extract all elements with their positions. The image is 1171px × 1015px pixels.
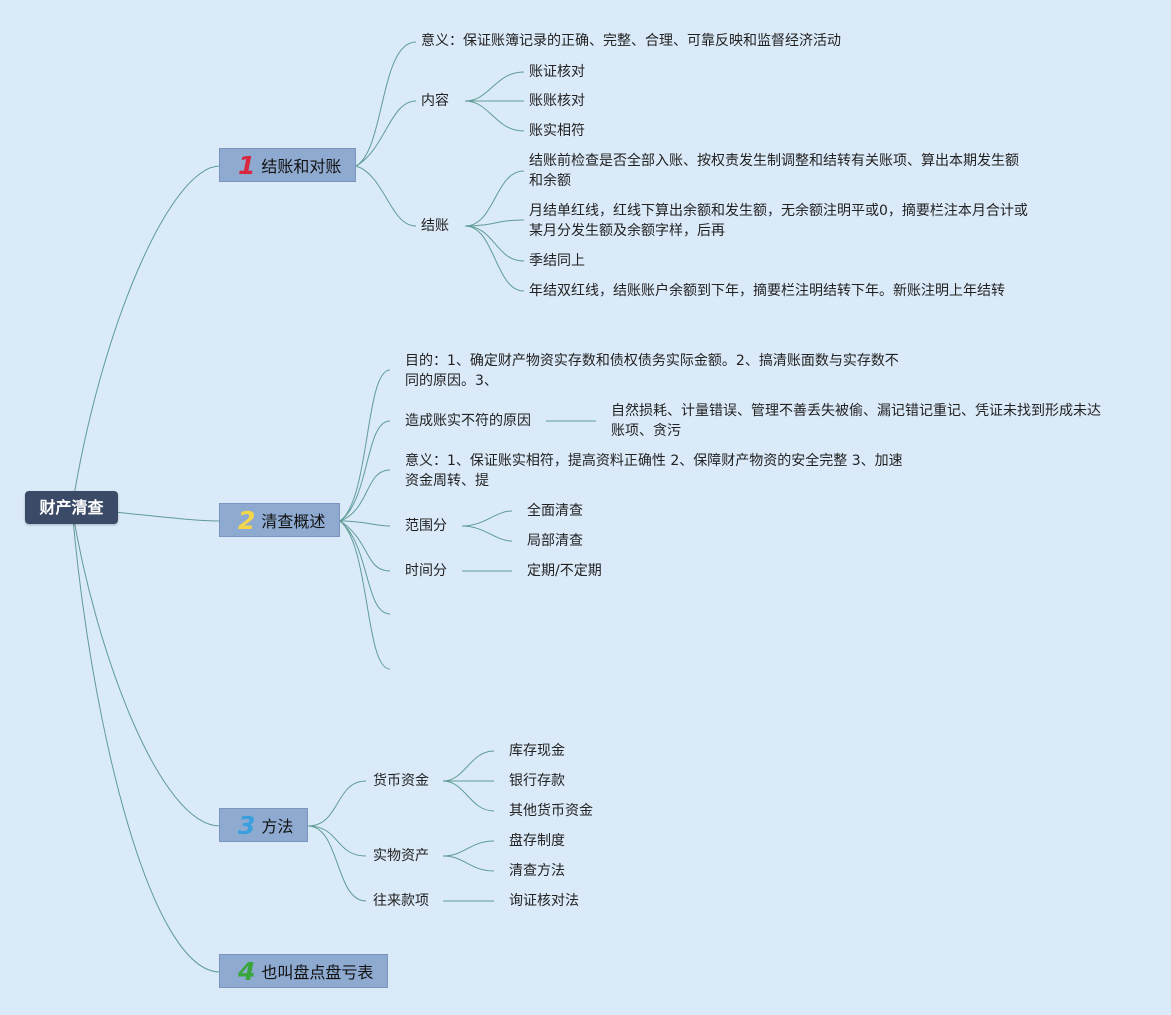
- edge-b3-money: [307, 780, 367, 827]
- edge-root-b3: [71, 507, 221, 827]
- edge-b2-empty1: [339, 520, 391, 615]
- edge-b2-meaning: [339, 469, 391, 522]
- edge-physical-1: [442, 840, 495, 857]
- b3-physical-label[interactable]: 实物资产: [373, 848, 429, 864]
- edge-root-b1: [71, 165, 221, 509]
- branch-node-3[interactable]: 3 方法: [219, 808, 308, 842]
- b1-content-item-2[interactable]: 账账核对: [529, 93, 585, 109]
- edge-b3-physical: [307, 825, 367, 857]
- b2-cause-label[interactable]: 造成账实不符的原因: [405, 413, 531, 429]
- b2-cause-text[interactable]: 自然损耗、计量错误、管理不善丢失被偷、漏记错记重记、凭证未找到形成未达账项、贪污: [611, 403, 1101, 439]
- branch-node-1[interactable]: 1 结账和对账: [219, 148, 356, 182]
- b2-time-label[interactable]: 时间分: [405, 563, 447, 579]
- edge-b2-empty2: [339, 520, 391, 670]
- edge-b3-account: [307, 825, 367, 902]
- edge-scope-2: [461, 525, 513, 542]
- b1-content-item-1[interactable]: 账证核对: [529, 64, 585, 80]
- b1-closing-item-2[interactable]: 月结单红线，红线下算出余额和发生额，无余额注明平或0，摘要栏注本月合计或某月分发…: [529, 203, 1028, 239]
- branch-label-3: 方法: [261, 817, 294, 836]
- branch-number-4: 4: [238, 956, 256, 986]
- b2-purpose[interactable]: 目的：1、确定财产物资实存数和债权债务实际金额。2、搞清账面数与实存数不同的原因…: [405, 353, 899, 389]
- b3-account-item[interactable]: 询证核对法: [509, 893, 579, 909]
- b2-scope-label[interactable]: 范围分: [405, 518, 447, 534]
- b3-money-label[interactable]: 货币资金: [373, 773, 429, 789]
- edge-money-3: [442, 780, 495, 812]
- edge-b1-meaning: [355, 41, 417, 167]
- edge-content-3: [464, 100, 525, 132]
- b3-money-item-3[interactable]: 其他货币资金: [509, 803, 593, 819]
- b3-physical-item-1[interactable]: 盘存制度: [509, 833, 565, 849]
- b1-closing-label[interactable]: 结账: [421, 218, 449, 234]
- edge-closing-1: [464, 170, 525, 227]
- edge-closing-2: [464, 219, 525, 227]
- branch-label-2: 清查概述: [261, 512, 326, 531]
- b3-money-item-1[interactable]: 库存现金: [509, 743, 565, 759]
- root-node[interactable]: 财产清查: [25, 491, 118, 524]
- edge-content-1: [464, 71, 525, 102]
- branch-label-1: 结账和对账: [261, 157, 342, 176]
- branch-number-1: 1: [238, 150, 256, 180]
- edge-physical-2: [442, 855, 495, 872]
- b3-money-item-2[interactable]: 银行存款: [509, 773, 565, 789]
- edge-b2-cause: [339, 420, 391, 522]
- branch-node-4[interactable]: 4 也叫盘点盘亏表: [219, 954, 388, 988]
- b1-meaning[interactable]: 意义：保证账簿记录的正确、完整、合理、可靠反映和监督经济活动: [421, 33, 841, 49]
- edge-closing-3: [464, 225, 525, 262]
- b2-scope-item-1[interactable]: 全面清查: [527, 503, 583, 519]
- b1-closing-item-3[interactable]: 季结同上: [529, 253, 585, 269]
- edge-b1-content: [355, 100, 417, 167]
- branch-node-2[interactable]: 2 清查概述: [219, 503, 340, 537]
- b2-scope-item-2[interactable]: 局部清查: [527, 533, 583, 549]
- branch-number-2: 2: [238, 505, 256, 535]
- edge-b2-time: [339, 520, 391, 572]
- edge-b2-purpose: [339, 369, 391, 522]
- branch-number-3: 3: [238, 810, 256, 840]
- edge-scope-1: [461, 510, 513, 527]
- edge-root-b4: [71, 507, 221, 973]
- b1-closing-item-4[interactable]: 年结双红线，结账账户余额到下年，摘要栏注明结转下年。新账注明上年结转: [529, 283, 1005, 299]
- branch-label-4: 也叫盘点盘亏表: [261, 963, 374, 982]
- b2-time-item[interactable]: 定期/不定期: [527, 563, 602, 579]
- b1-content-label[interactable]: 内容: [421, 93, 449, 109]
- edge-b2-scope: [339, 520, 391, 527]
- b3-physical-item-2[interactable]: 清查方法: [509, 863, 565, 879]
- edge-b1-closing: [355, 165, 417, 227]
- b3-account-label[interactable]: 往来款项: [373, 893, 429, 909]
- edge-closing-4: [464, 225, 525, 292]
- edge-money-1: [442, 750, 495, 782]
- b1-closing-item-1[interactable]: 结账前检查是否全部入账、按权责发生制调整和结转有关账项、算出本期发生额和余额: [529, 153, 1019, 189]
- b1-content-item-3[interactable]: 账实相符: [529, 123, 585, 139]
- b2-meaning[interactable]: 意义：1、保证账实相符，提高资料正确性 2、保障财产物资的安全完整 3、加速资金…: [405, 453, 903, 489]
